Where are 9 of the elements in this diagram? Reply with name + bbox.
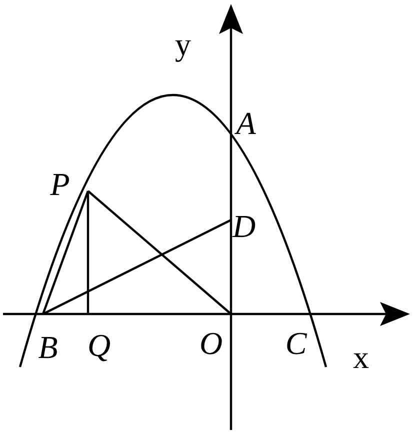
point-label: B xyxy=(38,331,58,363)
point-label: O xyxy=(199,327,223,359)
point-label: P xyxy=(50,168,70,200)
point-label: A xyxy=(236,107,256,139)
point-label: C xyxy=(285,327,307,359)
point-label: D xyxy=(232,210,256,242)
axis-label: y xyxy=(175,28,191,60)
point-label: Q xyxy=(87,329,111,361)
axis-label: x xyxy=(353,341,369,373)
